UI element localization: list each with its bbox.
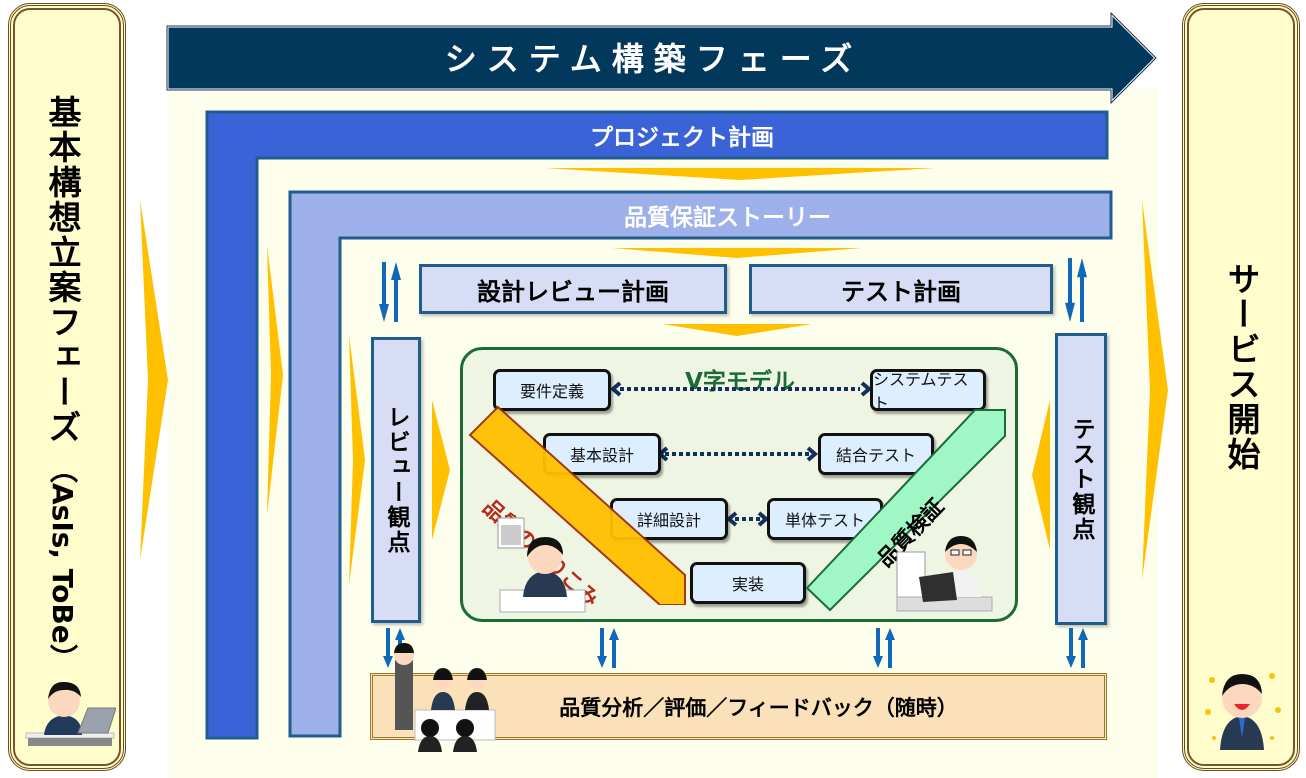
worried-designer-icon bbox=[497, 517, 586, 613]
flow-chevron-left bbox=[140, 200, 168, 560]
left-phase-label: 基本構想立案フェーズ bbox=[43, 95, 82, 445]
step-label: 実装 bbox=[731, 575, 764, 594]
flow-chevron-inner-2 bbox=[349, 335, 365, 585]
step-label: 結合テスト bbox=[835, 446, 916, 465]
step-label: 単体テスト bbox=[784, 511, 865, 530]
build-in-quality-band bbox=[468, 405, 686, 605]
step-integration-test: 結合テスト bbox=[818, 433, 934, 475]
left-phase-sublabel: （AsIs, ToBe） bbox=[46, 455, 79, 672]
step-requirements: 要件定義 bbox=[493, 369, 611, 411]
feedback-label: 品質分析／評価／フィードバック（随時） bbox=[559, 695, 958, 720]
flow-chevron-right bbox=[1142, 200, 1168, 580]
cheering-man-icon bbox=[1205, 673, 1281, 750]
down-arrow-1 bbox=[545, 168, 935, 180]
worried-man-laptop-icon bbox=[25, 681, 116, 746]
right-phase-box bbox=[1182, 3, 1300, 771]
review-viewpoint-box: レビュー観点 bbox=[371, 337, 421, 623]
flow-chevron-review bbox=[432, 400, 450, 540]
down-arrow-3 bbox=[662, 324, 812, 336]
qa-story-frame bbox=[288, 190, 1113, 738]
flow-chevron-test bbox=[1032, 400, 1050, 550]
bidirectional-arrow-vmodel-right bbox=[873, 628, 895, 668]
step-label: システムテスト bbox=[873, 370, 969, 413]
design-review-plan-box: 設計レビュー計画 bbox=[419, 264, 727, 314]
step-system-test: システムテスト bbox=[870, 369, 986, 413]
test-viewpoint-label: テスト観点 bbox=[1068, 416, 1094, 542]
test-plan-box: テスト計画 bbox=[749, 264, 1053, 314]
system-phase-label: システム構築フェーズ bbox=[444, 40, 863, 78]
meeting-people-icon bbox=[394, 643, 496, 752]
right-phase-label: サービス開始 bbox=[1222, 262, 1261, 472]
down-arrow-2 bbox=[612, 248, 862, 258]
step-label: 要件定義 bbox=[519, 382, 584, 401]
bidirectional-arrow-review-top bbox=[379, 262, 401, 322]
project-plan-label: プロジェクト計画 bbox=[590, 125, 774, 151]
bidirectional-arrow-test-bottom bbox=[1066, 628, 1088, 668]
flow-chevron-inner-1 bbox=[267, 245, 283, 515]
qa-story-label: 品質保証ストーリー bbox=[624, 205, 831, 231]
quality-verification-band bbox=[805, 409, 1006, 612]
busy-tester-icon bbox=[896, 536, 993, 612]
review-viewpoint-label: レビュー観点 bbox=[383, 405, 409, 555]
test-viewpoint-box: テスト観点 bbox=[1055, 333, 1107, 625]
system-phase-arrow bbox=[166, 12, 1158, 104]
step-label: 基本設計 bbox=[569, 446, 634, 465]
left-phase-box bbox=[8, 3, 126, 771]
project-plan-frame bbox=[205, 110, 1109, 740]
step-implementation: 実装 bbox=[690, 562, 806, 604]
bidirectional-arrow-test-top bbox=[1065, 258, 1087, 322]
step-label: 詳細設計 bbox=[636, 511, 701, 530]
